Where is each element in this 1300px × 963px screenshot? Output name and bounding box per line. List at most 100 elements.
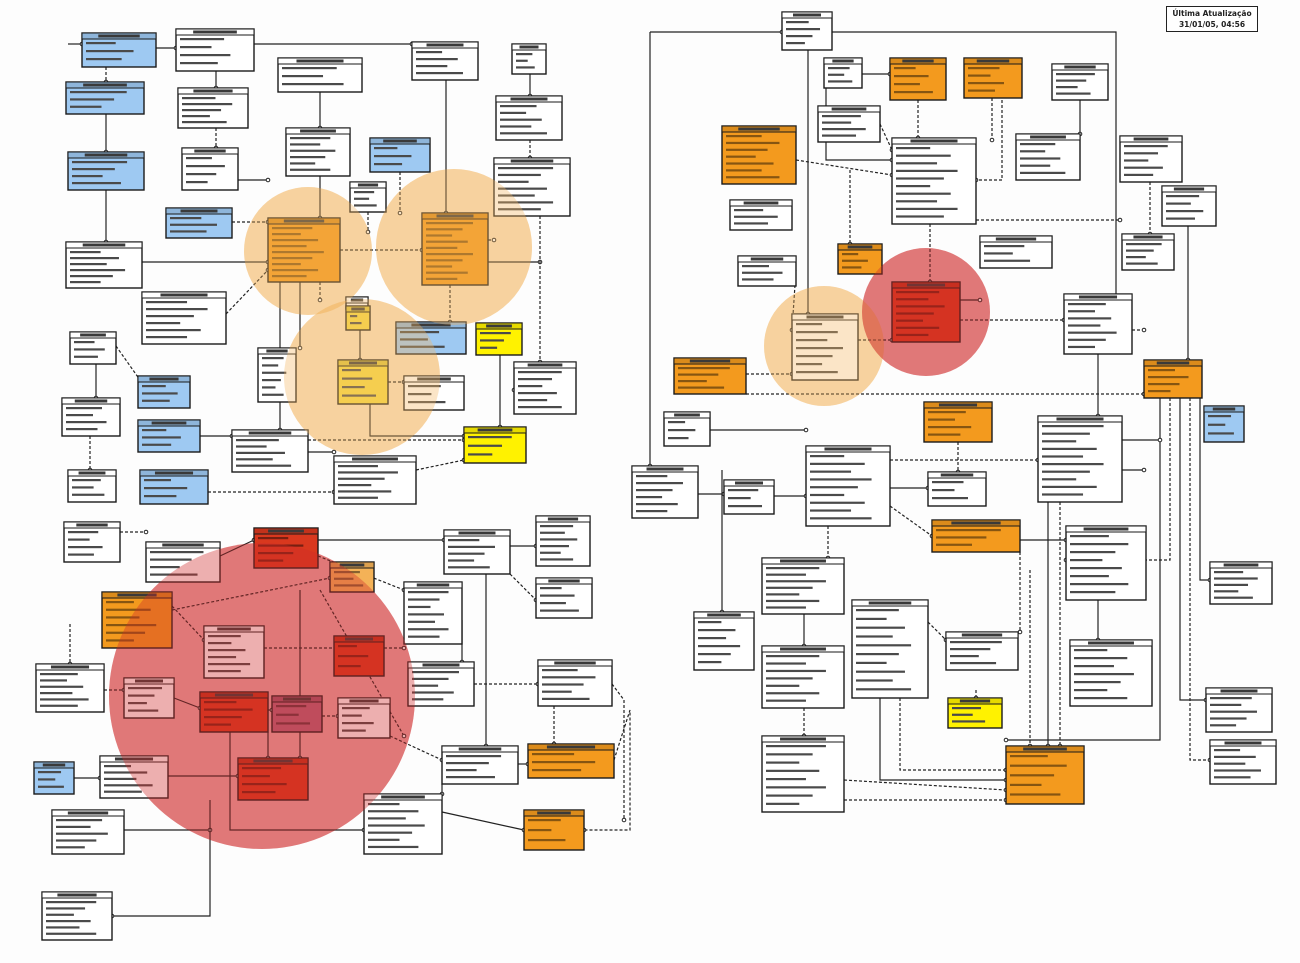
entity-field (1010, 783, 1042, 786)
entity-field (480, 332, 511, 335)
entity-field (146, 322, 181, 325)
entity-field (726, 135, 762, 138)
entity-field (950, 662, 997, 665)
entity-field (412, 698, 444, 701)
entity-table (237, 757, 309, 801)
entity-field (636, 503, 678, 506)
entity-title-bar (345, 637, 373, 641)
entity-field (408, 628, 449, 631)
entity-table (253, 527, 319, 569)
entity-table (1209, 739, 1277, 785)
entity-field (242, 791, 276, 794)
entity-field (636, 475, 668, 478)
entity-field (810, 455, 845, 458)
entity-field (678, 373, 719, 376)
entity-field (968, 67, 1000, 70)
entity-field (726, 176, 780, 179)
entity-field (950, 655, 979, 658)
entity-field (144, 487, 188, 490)
entity-field (896, 207, 958, 210)
entity-field (896, 162, 938, 165)
entity-table (889, 57, 947, 101)
entity-field (796, 355, 833, 358)
entity-field (766, 669, 826, 673)
entity-title-bar (1023, 747, 1067, 751)
entity-field (810, 493, 845, 497)
entity-table (333, 455, 417, 505)
entity-table (1119, 135, 1183, 183)
relationship-line (171, 577, 331, 611)
entity-field (262, 386, 276, 389)
entity-field (766, 599, 820, 603)
entity-field (540, 609, 579, 612)
entity-table (1121, 233, 1175, 271)
entity-field (1166, 195, 1200, 198)
entity-field (1166, 202, 1191, 205)
entity-field (518, 399, 548, 402)
entity-field (86, 58, 122, 61)
entity-field (796, 323, 823, 326)
relationship-endpoint (977, 297, 983, 303)
entity-title-bar (1212, 407, 1236, 411)
entity-field (1020, 157, 1061, 160)
entity-title-bar (117, 593, 157, 597)
entity-field (342, 729, 366, 732)
entity-field (678, 380, 707, 383)
entity-table (443, 529, 511, 575)
entity-title-bar (193, 89, 233, 93)
entity-field (426, 259, 463, 262)
entity-title-bar (416, 583, 450, 587)
entity-title-bar (735, 481, 763, 485)
entity-field (354, 197, 370, 200)
entity-title-bar (995, 237, 1037, 241)
entity-title-bar (910, 139, 958, 143)
entity-field (56, 819, 103, 822)
entity-title-bar (674, 413, 700, 417)
entity-title-bar (1078, 295, 1118, 299)
entity-field (40, 679, 67, 682)
entity-table (1205, 687, 1273, 733)
entity-field (932, 481, 964, 484)
relationship-endpoint (1017, 629, 1023, 635)
entity-title-bar (537, 811, 571, 815)
entity-field (726, 148, 768, 151)
entity-table (145, 541, 221, 583)
entity-field (276, 705, 307, 708)
entity-field (1042, 425, 1104, 428)
entity-field (1214, 577, 1258, 580)
entity-table (1005, 745, 1085, 805)
entity-field (236, 451, 285, 454)
entity-field (766, 655, 820, 658)
entity-table (963, 57, 1023, 99)
entity-field (150, 566, 180, 569)
relationship-endpoint (397, 210, 403, 216)
entity-field (104, 790, 142, 793)
entity-field (262, 393, 284, 396)
entity-field (856, 644, 912, 647)
entity-title-bar (283, 219, 325, 223)
entity-table (535, 577, 593, 619)
entity-field (518, 406, 562, 409)
entity-field (208, 656, 237, 659)
entity-field (786, 35, 813, 38)
entity-table (673, 357, 747, 395)
entity-table (495, 95, 563, 141)
entity-field (896, 177, 944, 180)
entity-field (86, 42, 116, 45)
entity-field (728, 505, 763, 508)
entity-field (1124, 166, 1163, 169)
entity-title-bar (296, 59, 344, 63)
entity-field (952, 707, 981, 710)
entity-field (796, 347, 843, 350)
entity-field (1074, 673, 1134, 676)
entity-table (41, 891, 113, 941)
entity-field (408, 635, 440, 638)
entity-field (338, 490, 392, 493)
entity-field (142, 399, 170, 402)
entity-table (271, 695, 323, 733)
entity-field (72, 493, 105, 496)
entity-field (1214, 762, 1246, 765)
relationship-endpoint (143, 529, 149, 535)
entity-field (928, 418, 955, 421)
entity-field (282, 83, 344, 86)
